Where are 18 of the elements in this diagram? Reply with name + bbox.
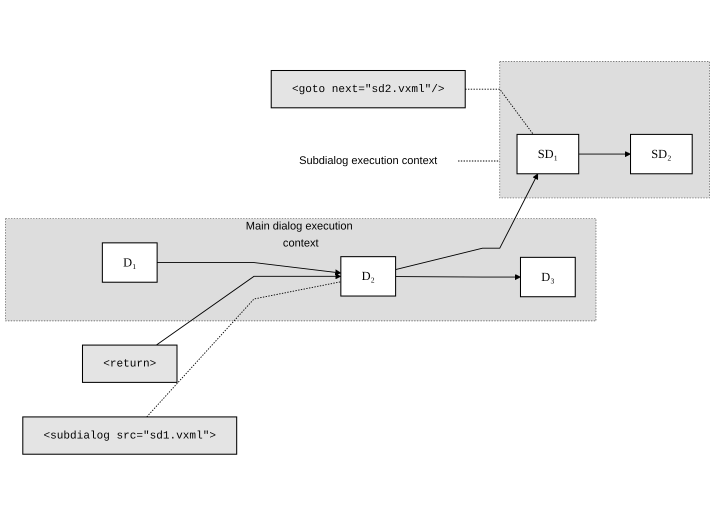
arrow <box>156 272 342 346</box>
connector <box>464 88 534 134</box>
node-text: Subdialog execution context <box>299 154 438 166</box>
arrow <box>395 173 538 270</box>
cluster <box>499 60 710 198</box>
node-box: D₂ <box>340 256 396 296</box>
connector <box>146 280 342 417</box>
connector <box>458 160 500 162</box>
node-box: <goto next="sd2.vxml"/> <box>270 70 466 108</box>
arrow <box>156 262 342 276</box>
arrow <box>395 274 521 280</box>
node-box: <subdialog src="sd1.vxml"> <box>22 416 238 454</box>
node-box: SD₁ <box>516 134 580 174</box>
node-box: D₃ <box>520 256 576 297</box>
node-box: <return> <box>82 344 178 383</box>
node-box: SD₂ <box>630 134 693 174</box>
node-box: D₁ <box>102 242 158 282</box>
arrow <box>578 150 631 157</box>
